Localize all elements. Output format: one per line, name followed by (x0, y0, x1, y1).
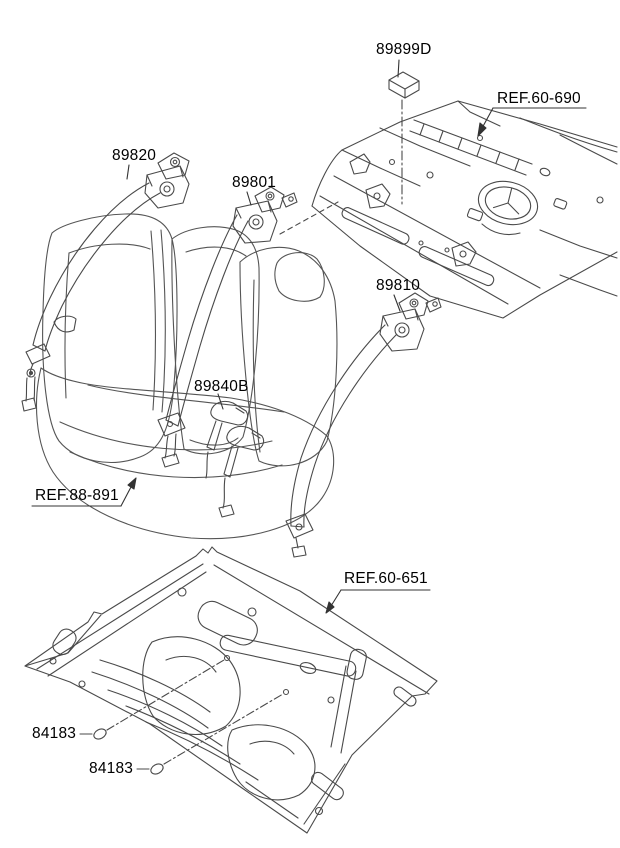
part-label-89810[interactable]: 89810 (376, 277, 421, 294)
leader-lines (31, 59, 587, 614)
belt-left-drawing (21, 152, 190, 412)
sensor-part-drawing (388, 71, 420, 205)
floor-pan-drawing (24, 546, 438, 834)
ref-label-60-651[interactable]: REF.60-651 (344, 570, 428, 587)
belt-center-drawing (157, 186, 298, 468)
ref-label-60-690[interactable]: REF.60-690 (497, 90, 581, 107)
rear-panel-drawing (279, 100, 618, 319)
part-label-84183-upper[interactable]: 84183 (32, 725, 77, 742)
buckles-drawing (205, 400, 265, 518)
part-label-89801[interactable]: 89801 (232, 174, 277, 191)
part-label-84183-lower[interactable]: 84183 (89, 760, 134, 777)
belt-right-drawing (285, 292, 442, 558)
part-label-89820[interactable]: 89820 (112, 147, 157, 164)
plug-parts-drawing (79, 659, 284, 775)
part-label-89840b[interactable]: 89840B (194, 378, 249, 395)
rear-seat-drawing (35, 213, 338, 540)
ref-label-88-891[interactable]: REF.88-891 (35, 487, 119, 504)
part-label-89899d[interactable]: 89899D (376, 41, 432, 58)
